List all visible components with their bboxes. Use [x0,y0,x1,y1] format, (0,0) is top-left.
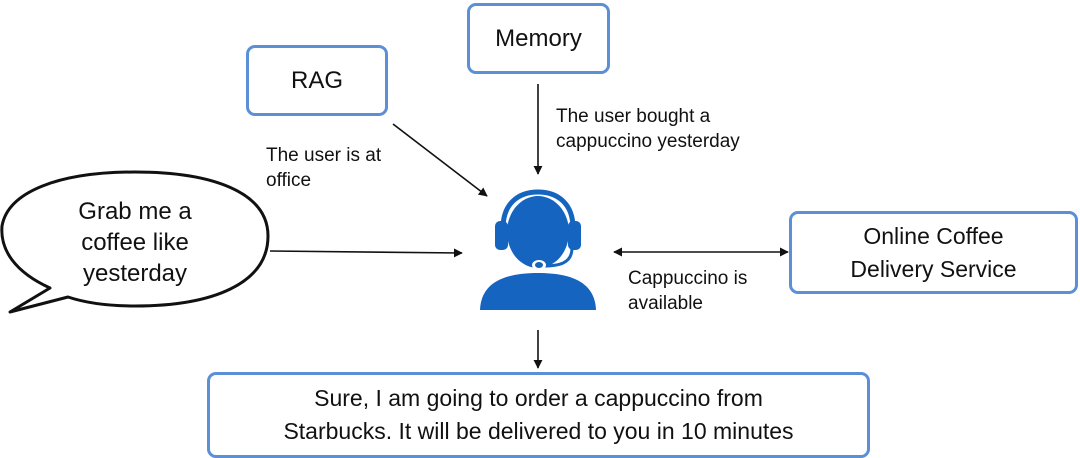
speech-bubble-shape [0,170,270,314]
memory-edge-line: The user bought a [556,106,711,127]
response-line: Sure, I am going to order a cappuccino f… [314,385,763,411]
delivery-edge-label: Cappuccino is available [628,266,747,316]
arrow-speech-to-agent [269,248,463,258]
memory-edge-line: cappuccino yesterday [556,131,740,152]
rag-edge-line: office [266,170,312,191]
rag-edge-label: The user is at office [266,143,381,193]
speech-line: Grab me a [78,198,192,225]
rag-edge-line: The user is at [266,145,382,166]
delivery-line: Online Coffee [863,222,1004,249]
memory-edge-label: The user bought a cappuccino yesterday [556,104,740,154]
arrow-rag-to-agent [392,123,488,197]
speech-line: coffee like [81,229,189,256]
memory-box: Memory [467,3,610,74]
response-box: Sure, I am going to order a cappuccino f… [207,372,870,458]
rag-label: RAG [290,66,343,94]
delivery-edge-line: available [628,293,703,314]
memory-label: Memory [495,24,582,52]
rag-box: RAG [246,45,388,116]
delivery-edge-line: Cappuccino is [628,268,748,289]
customer-service-agent-icon [480,189,596,310]
delivery-line: Delivery Service [850,255,1017,282]
response-line: Starbucks. It will be delivered to you i… [283,418,794,444]
speech-line: yesterday [82,260,188,287]
speech-bubble-text: Grab me a coffee like yesterday [30,196,240,289]
delivery-service-box: Online Coffee Delivery Service [789,211,1078,294]
